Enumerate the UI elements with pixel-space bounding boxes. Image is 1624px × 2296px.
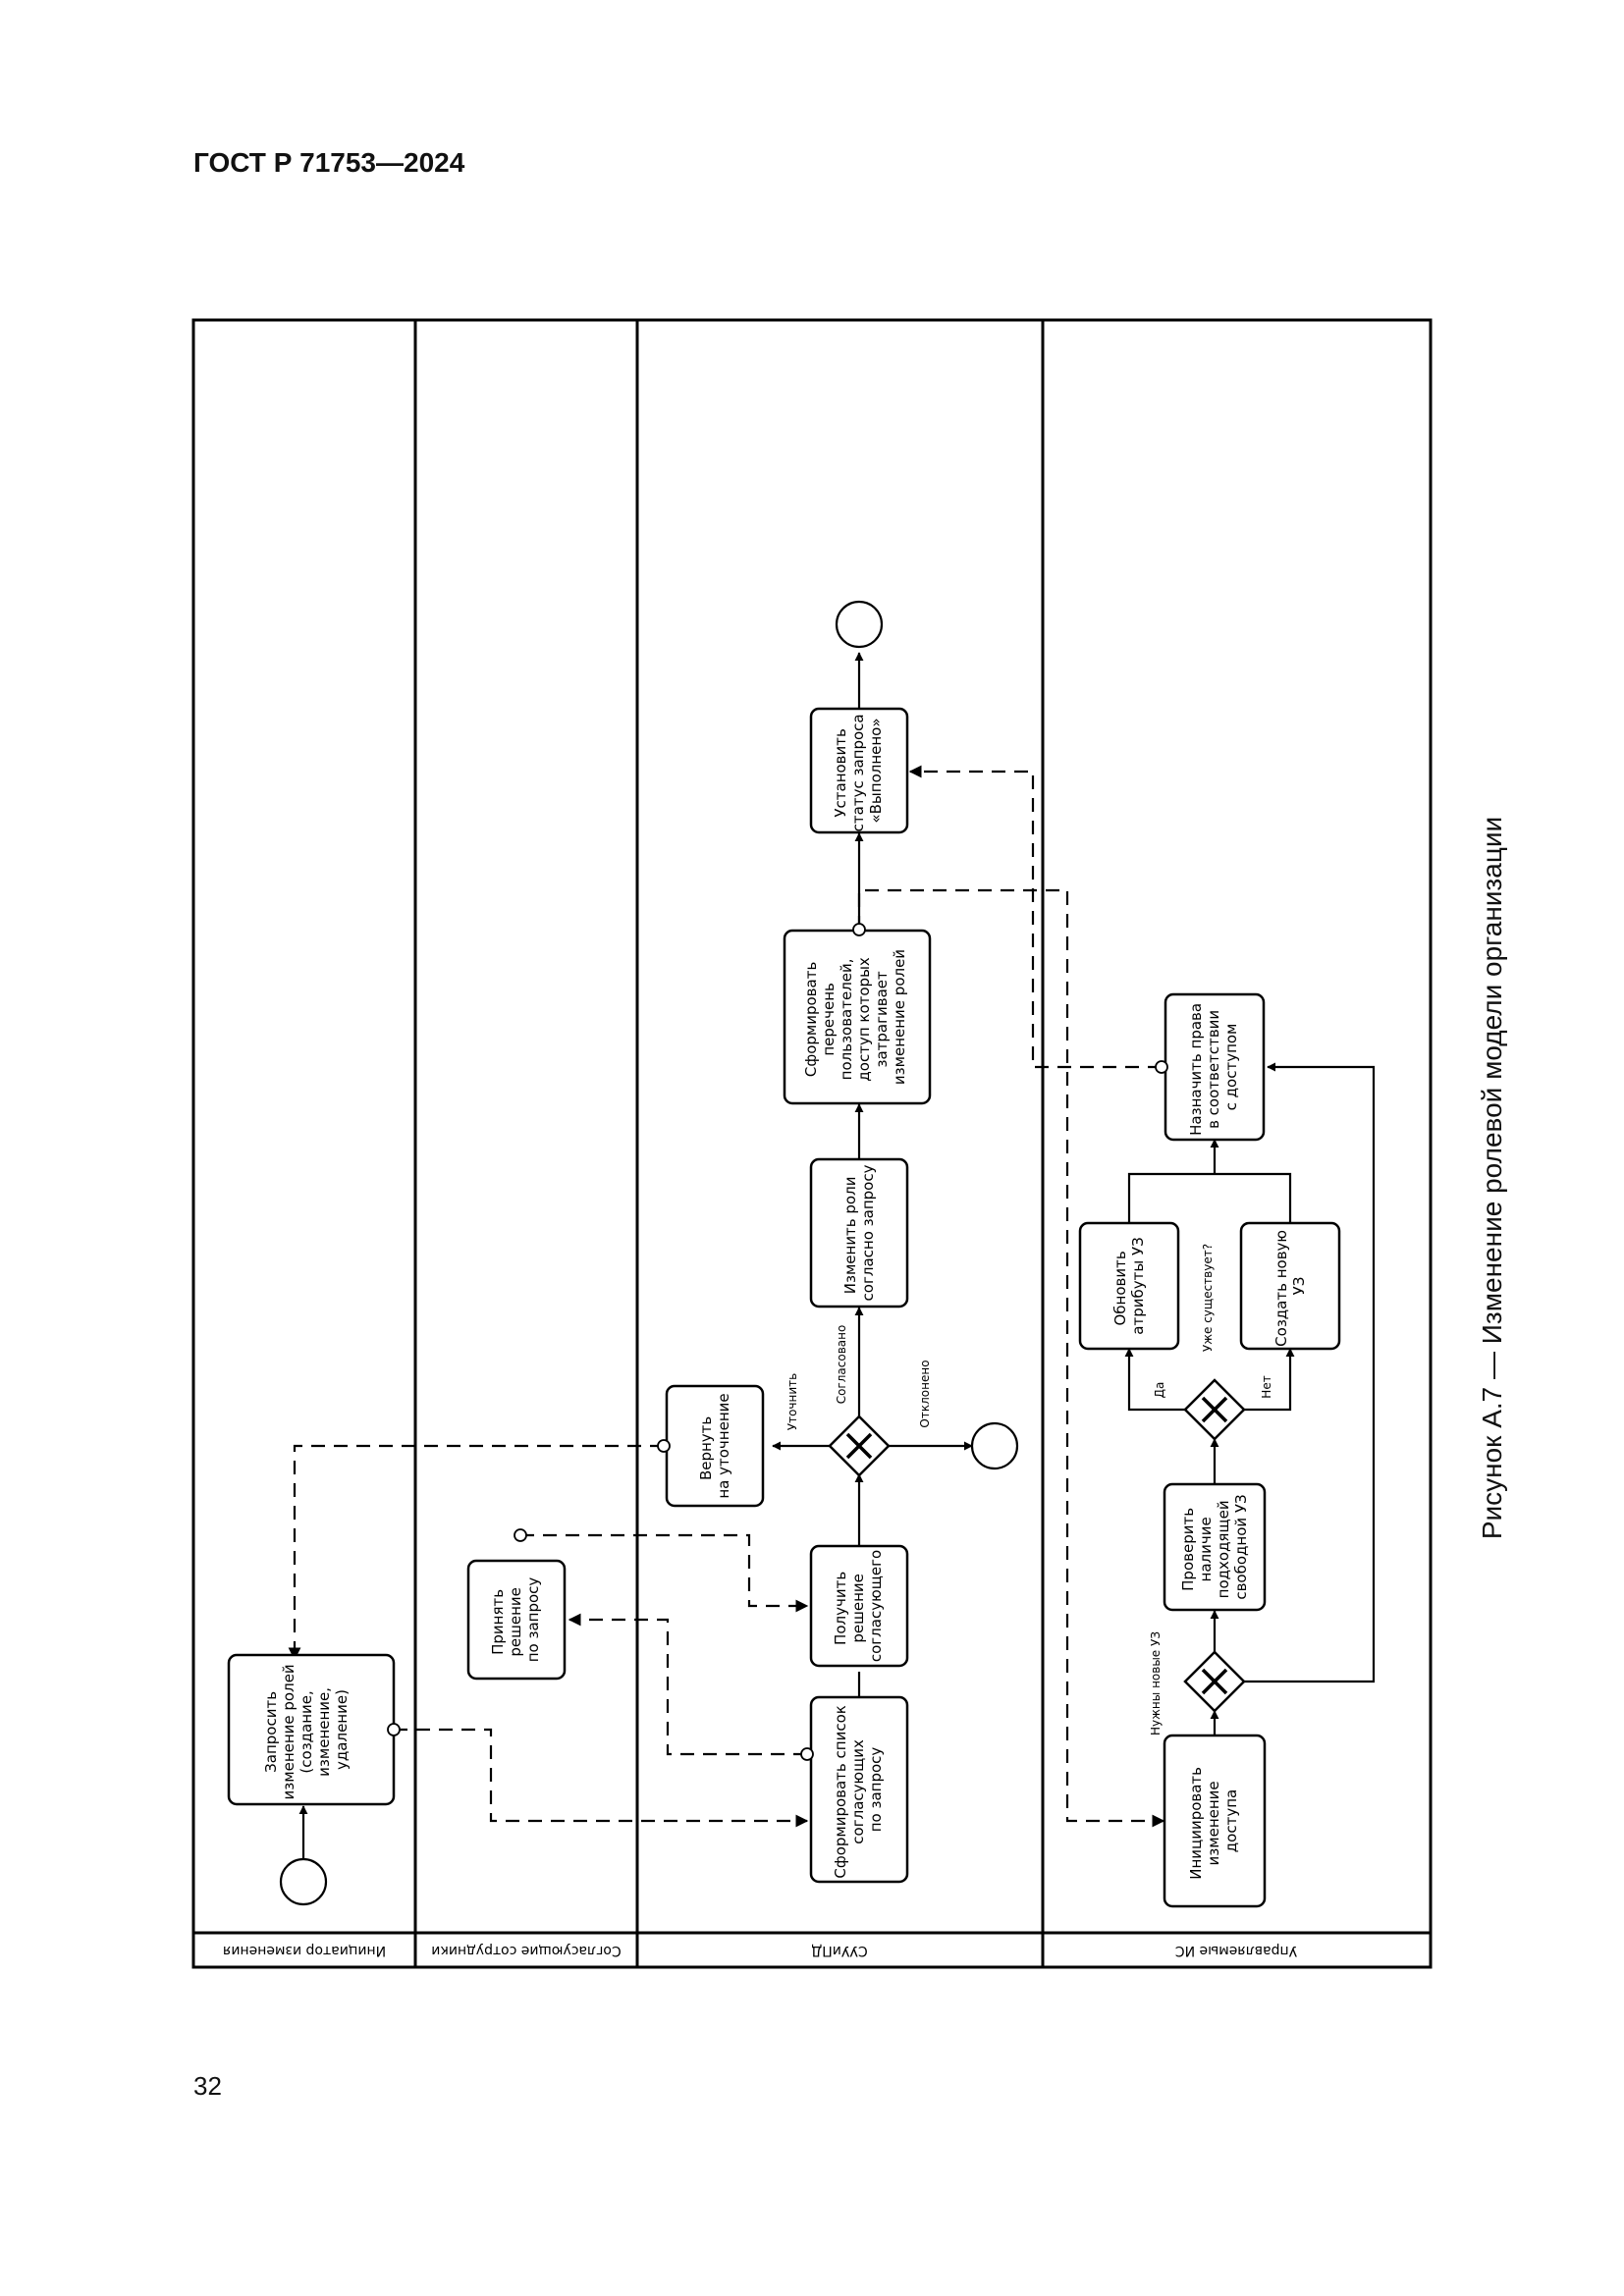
task-check-free-account: Проверить наличие подходящей свободной У… [1163, 1482, 1267, 1612]
lane-title-initiator: Инициатор изменения [223, 1943, 386, 1958]
task-return-for-clarification: Вернуть на уточнение [665, 1384, 765, 1508]
pool-frame [191, 318, 1433, 1969]
svg-text:Инициировать изменение: Инициировать изменение доступа [1187, 1762, 1240, 1880]
flow-label-already-exists: Уже существует? [1201, 1244, 1215, 1352]
task-request-role-change: Запросить изменение ролей (создание, изм… [227, 1653, 396, 1806]
task-get-decision: Получить решение согласующего [809, 1544, 909, 1668]
flow-label-rejected: Отклонено [918, 1360, 932, 1427]
gateway-decision [828, 1415, 891, 1477]
svg-text:Установить статус запрос: Установить статус запроса «Выполнено» [832, 710, 885, 832]
svg-text:Сформировать перечень: Сформировать перечень пользователей, дос… [802, 949, 908, 1085]
task-assign-rights: Назначить права в соответствии с доступо… [1164, 992, 1266, 1142]
page-number: 32 [193, 2071, 222, 2101]
flow-label-agreed: Согласовано [835, 1325, 848, 1405]
svg-text:Вернуть на уточнение: Вернуть на уточнение [697, 1393, 732, 1498]
task-set-status-completed: Установить статус запроса «Выполнено» [809, 707, 909, 834]
task-initiate-access-change: Инициировать изменение доступа [1163, 1734, 1267, 1908]
task-update-account-attributes: Обновить атрибуты УЗ [1078, 1221, 1180, 1351]
task-create-new-account: Создать новую УЗ [1239, 1221, 1341, 1351]
svg-text:Запросить изменение роле: Запросить изменение ролей (создание, изм… [262, 1660, 351, 1800]
end-event-rejected [970, 1421, 1019, 1470]
document-header: ГОСТ Р 71753—2024 [193, 147, 465, 178]
message-ports [387, 923, 1168, 1761]
svg-text:Создать новую УЗ: Создать новую УЗ [1272, 1225, 1308, 1347]
flow-label-clarify: Уточнить [785, 1373, 799, 1430]
task-accept-decision: Принять решение по запросу [466, 1559, 567, 1681]
svg-text:Обновить атрибуты УЗ: Обновить атрибуты УЗ [1111, 1237, 1147, 1334]
flow-label-yes: Да [1153, 1382, 1166, 1399]
lane-title-approvers: Согласующие сотрудники [431, 1943, 621, 1958]
lane-title-suuipd: СУУиПД [811, 1943, 867, 1958]
svg-text:Изменить роли согласно з: Изменить роли согласно запросу [841, 1164, 877, 1301]
lane-title-managed: Управляемые ИС [1175, 1943, 1298, 1958]
task-form-approvers-list: Сформировать список согласующих по запро… [809, 1695, 909, 1884]
gateway-account-exists [1183, 1378, 1246, 1441]
svg-text:Назначить права в соотве: Назначить права в соответствии с доступо… [1187, 998, 1240, 1136]
start-event-initiator [279, 1857, 328, 1906]
svg-text:Проверить наличие: Проверить наличие подходящей свободной У… [1179, 1494, 1250, 1599]
end-event-completed [835, 600, 884, 649]
message-flows [288, 765, 1165, 1828]
svg-text:Получить решение с: Получить решение согласующего [832, 1550, 885, 1662]
task-form-users-list: Сформировать перечень пользователей, дос… [783, 929, 932, 1105]
flow-label-no: Нет [1260, 1375, 1273, 1398]
svg-text:Принять решение по: Принять решение по запросу [489, 1577, 542, 1663]
flow-label-need-new-accounts: Нужны новые УЗ [1149, 1631, 1163, 1735]
svg-text:Сформировать список согл: Сформировать список согласующих по запро… [832, 1700, 885, 1878]
task-change-roles: Изменить роли согласно запросу [809, 1157, 909, 1308]
gateway-need-new-accounts [1183, 1650, 1246, 1713]
